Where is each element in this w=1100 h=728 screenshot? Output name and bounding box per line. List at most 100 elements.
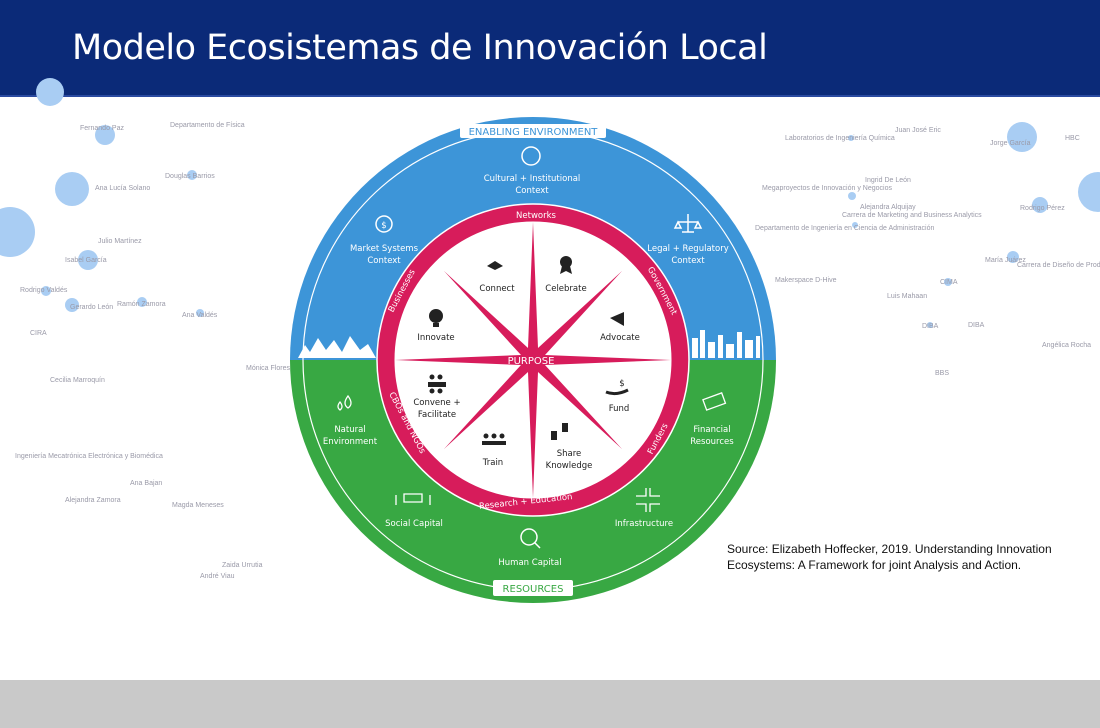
function-fund: $Fund — [605, 379, 630, 414]
group-training-icon — [482, 433, 506, 445]
network-label: Ingeniería Mecatrónica Electrónica y Bio… — [15, 453, 163, 460]
enabling-item-cultural: Cultural + Institutional Context — [484, 146, 580, 196]
network-label: Alejandra Alquijay — [860, 204, 916, 211]
slide-header: Modelo Ecosistemas de Innovación Local — [0, 0, 1100, 97]
function-connect: Connect — [479, 261, 515, 294]
item-label: Resources — [690, 437, 734, 447]
hand-dollar-icon — [605, 388, 629, 396]
network-node — [41, 286, 51, 296]
network-label: Carrera de Marketing and Business Analyt… — [842, 212, 982, 219]
item-label: Context — [515, 186, 549, 196]
network-label: Zaida Urrutia — [222, 562, 263, 569]
svg-text:Innovate: Innovate — [417, 333, 454, 343]
item-label: Market Systems — [350, 244, 419, 254]
water-drops-icon — [337, 394, 352, 411]
network-node — [944, 278, 952, 286]
network-label: Luis Mahaan — [887, 293, 928, 300]
resources-label-box — [493, 580, 573, 596]
svg-text:Share: Share — [557, 449, 582, 459]
network-label: Carrera de Diseño de Producto — [1017, 262, 1100, 269]
function-train: Train — [482, 433, 506, 468]
network-label: Rodrigo Pérez — [1020, 205, 1065, 212]
network-label: Fernando Paz — [80, 125, 124, 132]
network-label: CIRA — [30, 330, 47, 337]
slide-footer-bar — [0, 680, 1100, 728]
meeting-table-icon — [428, 374, 446, 394]
network-label: Ana Valdés — [182, 312, 218, 319]
enabling-label-box — [460, 124, 606, 138]
item-label: Legal + Regulatory — [647, 244, 728, 254]
item-label: Natural — [334, 425, 365, 435]
network-label: Isabel García — [65, 257, 107, 264]
infrastructure-icon — [636, 488, 660, 512]
network-node — [1007, 251, 1019, 263]
item-label: Context — [367, 256, 401, 266]
network-label: Julio Martínez — [98, 238, 142, 245]
resource-item-infrastructure: Infrastructure — [615, 488, 673, 529]
network-label: DIBA — [922, 323, 939, 330]
network-node — [95, 125, 115, 145]
svg-text:Advocate: Advocate — [600, 333, 640, 343]
resource-item-social: Social Capital — [385, 493, 443, 529]
function-celebrate: Celebrate — [545, 256, 587, 294]
resources-label: RESOURCES — [503, 584, 564, 595]
network-node — [852, 222, 858, 228]
skyline-icon — [298, 330, 760, 358]
network-label: Cecilia Marroquín — [50, 377, 105, 384]
dollar-network-icon — [375, 215, 393, 233]
handshake-hands-icon — [521, 146, 541, 166]
network-node — [1007, 122, 1037, 152]
svg-text:Facilitate: Facilitate — [418, 410, 456, 420]
svg-text:Knowledge: Knowledge — [546, 461, 593, 471]
svg-text:Celebrate: Celebrate — [545, 284, 586, 294]
purpose-label: PURPOSE — [508, 356, 555, 367]
lightbulb-icon — [429, 309, 443, 323]
resource-item-financial: Financial Resources — [690, 392, 734, 447]
award-ribbon-icon — [560, 256, 572, 268]
scales-icon — [673, 214, 703, 233]
enabling-item-legal: Legal + Regulatory Context — [647, 214, 729, 266]
function-advocate: Advocate — [600, 312, 640, 343]
compass-star — [395, 222, 671, 498]
item-label: Infrastructure — [615, 519, 673, 529]
network-label: Jorge García — [990, 140, 1031, 147]
network-node — [187, 170, 197, 180]
network-label: Gerardo León — [70, 304, 114, 311]
function-innovate: Innovate — [417, 309, 455, 343]
network-label: HBC — [1065, 135, 1080, 142]
money-stack-icon — [702, 392, 727, 411]
person-search-icon — [520, 528, 538, 546]
item-label: Environment — [323, 437, 378, 447]
svg-text:$: $ — [381, 221, 386, 231]
network-label: Angélica Rocha — [1042, 342, 1092, 349]
slide-title: Modelo Ecosistemas de Innovación Local — [72, 28, 768, 68]
documents-exchange-icon — [551, 431, 557, 440]
svg-text:Train: Train — [482, 458, 503, 468]
network-label: DIBA — [968, 322, 985, 329]
item-label: Social Capital — [385, 519, 443, 529]
network-node — [196, 309, 204, 317]
network-label: Rodrigo Valdés — [20, 287, 68, 294]
network-node — [1032, 197, 1048, 213]
item-label: Human Capital — [498, 558, 561, 568]
network-label: CIMA — [940, 279, 958, 286]
hands-community-icon — [395, 493, 431, 505]
network-label: Alejandra Zamora — [65, 497, 121, 504]
network-label: Laboratorios de Ingeniería Química — [785, 135, 895, 142]
network-node — [36, 78, 64, 106]
enabling-environment-label: ENABLING ENVIRONMENT — [469, 127, 599, 138]
item-label: Financial — [693, 425, 730, 435]
network-label: Departamento de Física — [170, 122, 245, 129]
network-label: Megaproyectos de Innovación y Negocios — [762, 185, 892, 192]
resource-item-natural: Natural Environment — [323, 394, 378, 447]
network-label: Makerspace D-Hive — [775, 277, 837, 284]
network-node — [65, 298, 79, 312]
network-node — [55, 172, 89, 206]
network-node — [78, 250, 98, 270]
handshake-icon — [487, 261, 503, 270]
svg-text:Fund: Fund — [609, 404, 630, 414]
item-label: Context — [671, 256, 705, 266]
source-citation: Source: Elizabeth Hoffecker, 2019. Under… — [727, 542, 1052, 572]
